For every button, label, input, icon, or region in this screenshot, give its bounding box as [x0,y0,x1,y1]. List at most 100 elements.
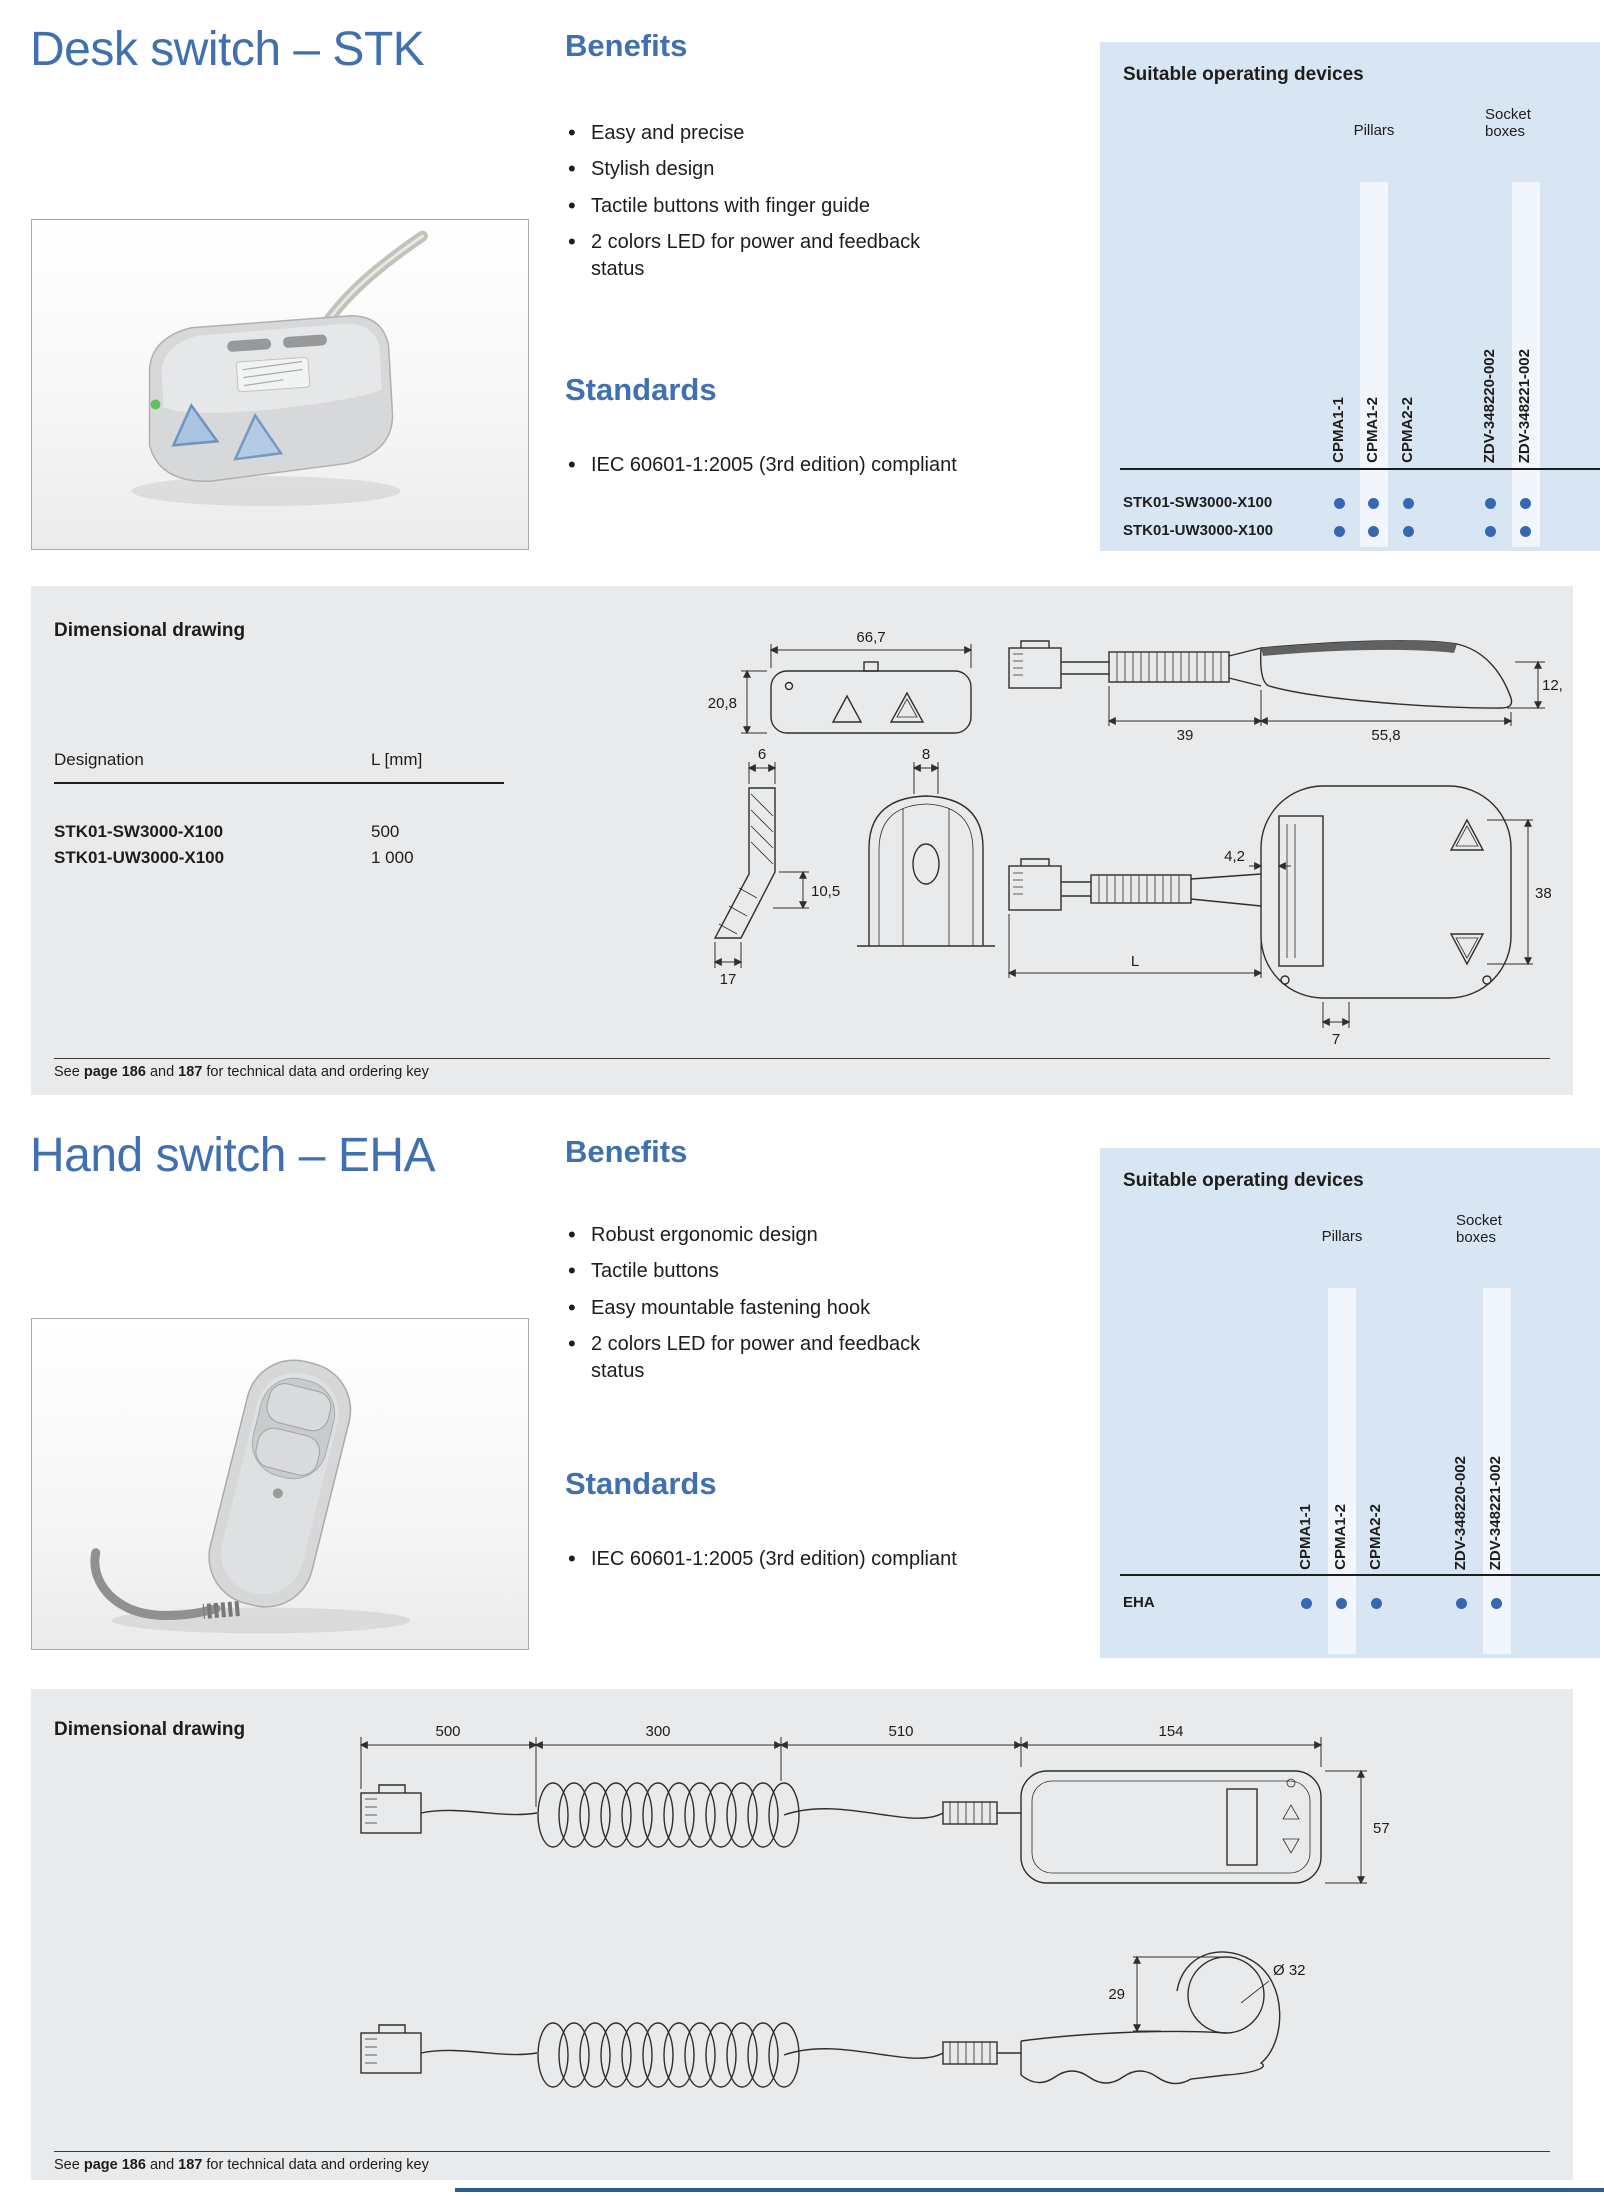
length-cell: 1 000 [371,848,414,867]
compat-dot [1334,526,1345,537]
benefit-item: Easy and precise [565,118,925,147]
group-pillars: Pillars [1353,122,1395,139]
eha-hook-ring [1187,1956,1265,2034]
dim-label: L [1131,953,1139,970]
compat-dot [1336,1598,1347,1609]
column-header: ZDV-348220-002 [1452,1455,1469,1570]
compat-dot [1520,526,1531,537]
column-header: CPMA1-1 [1297,1504,1314,1570]
column-stripe [1360,182,1388,547]
panel-divider [1120,1574,1600,1576]
dim-heading: Dimensional drawing [54,1719,246,1740]
length-header: L [mm] [371,750,423,769]
group-socket-boxes: Socket boxes [1456,1212,1502,1247]
column-stripe [1512,182,1540,547]
compat-dot [1403,498,1414,509]
dim-label: 10,5 [811,883,840,900]
stk-photo-illustration [131,230,428,507]
column-header: CPMA1-1 [1330,397,1347,463]
panel-title: Suitable operating devices [1123,64,1364,85]
stk-product-photo [31,219,529,550]
column-stripe [1483,1288,1511,1654]
compat-dot [1456,1598,1467,1609]
column-stripe [1328,1288,1356,1654]
dim-label: Ø 32 [1273,1962,1306,1979]
stk-cable [323,230,428,326]
panel-divider [1120,468,1600,470]
dim-label: 12, [1542,677,1563,694]
designation-cell: STK01-SW3000-X100 [54,822,224,841]
stk-button-left [171,402,220,447]
standard-item: IEC 60601-1:2005 (3rd edition) compliant [565,1544,1065,1573]
dim-label: 20,8 [708,695,737,712]
stk-button-right [233,412,284,461]
benefit-item: 2 colors LED for power and feedback stat… [565,227,925,282]
standard-item: IEC 60601-1:2005 (3rd edition) compliant [565,450,1065,479]
stk-sticker-outline [1278,815,1324,967]
dim-label: 6 [758,746,766,763]
group-socket-boxes: Socket boxes [1485,106,1531,141]
stk-benefits-heading: Benefits [565,28,688,63]
dim-label: 510 [888,1723,913,1740]
eha-cable [90,1548,221,1621]
stk-top-view: 66,7 20,8 [708,629,973,735]
eha-product-photo [31,1318,529,1650]
compat-dot [1520,498,1531,509]
eha-standards-heading: Standards [565,1466,717,1501]
compat-dot [1368,526,1379,537]
dim-heading: Dimensional drawing [54,620,246,641]
group-pillars: Pillars [1321,1228,1363,1245]
stk-dimensional-section: Dimensional drawing Designation L [mm] S… [31,586,1573,1095]
compat-dot [1301,1598,1312,1609]
dim-label: 500 [435,1723,460,1740]
dim-label: 66,7 [856,629,885,646]
column-header: ZDV-348221-002 [1516,348,1533,463]
column-header: CPMA2-2 [1367,1504,1384,1570]
compat-dot [1334,498,1345,509]
compat-dot [1485,526,1496,537]
eha-coil-cable [537,2022,800,2088]
dim-label: 39 [1177,727,1194,744]
row-label: EHA [1123,1594,1155,1611]
stk-led [150,399,161,410]
stk-standards-list: IEC 60601-1:2005 (3rd edition) compliant [565,450,1065,488]
eha-photo-illustration [90,1359,411,1634]
page-bottom-rule [455,2188,1604,2192]
stk-page-title: Desk switch – STK [30,23,425,76]
benefit-item: Robust ergonomic design [565,1220,925,1249]
table-rule [54,782,504,784]
length-cell: 500 [371,822,400,841]
stk-label-sticker [235,356,311,393]
benefit-item: Tactile buttons [565,1256,925,1285]
stk-standards-heading: Standards [565,372,717,407]
eha-button-down [255,1427,321,1476]
eha-dimensional-section: Dimensional drawing 500 300 510 [31,1689,1573,2180]
column-header: CPMA2-2 [1399,397,1416,463]
column-header: CPMA1-2 [1364,397,1381,463]
eha-button-up [266,1383,332,1432]
benefit-item: Easy mountable fastening hook [565,1293,925,1322]
panel-title: Suitable operating devices [1123,1170,1364,1191]
benefit-item: Tactile buttons with finger guide [565,191,925,220]
dim-label: 55,8 [1371,727,1400,744]
designation-header: Designation [54,750,144,769]
compat-dot [1368,498,1379,509]
dim-label: 4,2 [1224,848,1245,865]
eha-benefits-list: Robust ergonomic design Tactile buttons … [565,1220,925,1394]
row-label: STK01-UW3000-X100 [1123,522,1274,539]
dim-label: 29 [1108,1986,1125,2003]
column-header: CPMA1-2 [1332,1504,1349,1570]
technical-data-note: See page 186 and 187 for technical data … [54,2151,1550,2173]
eha-side-view: 29 Ø 32 [360,1951,1306,2088]
dim-label: 300 [645,1723,670,1740]
designation-cell: STK01-UW3000-X100 [54,848,225,867]
stk-side-view: 39 55,8 12, [1008,640,1563,744]
eha-top-view: 500 300 510 154 [359,1723,1390,1885]
dim-label: 154 [1158,1723,1183,1740]
dim-label: 8 [922,746,930,763]
dim-label: 38 [1535,885,1552,902]
eha-coil-cable [537,1782,800,1848]
eha-dimensional-drawing: 500 300 510 154 [359,1723,1390,2088]
dim-label: 7 [1332,1031,1340,1048]
